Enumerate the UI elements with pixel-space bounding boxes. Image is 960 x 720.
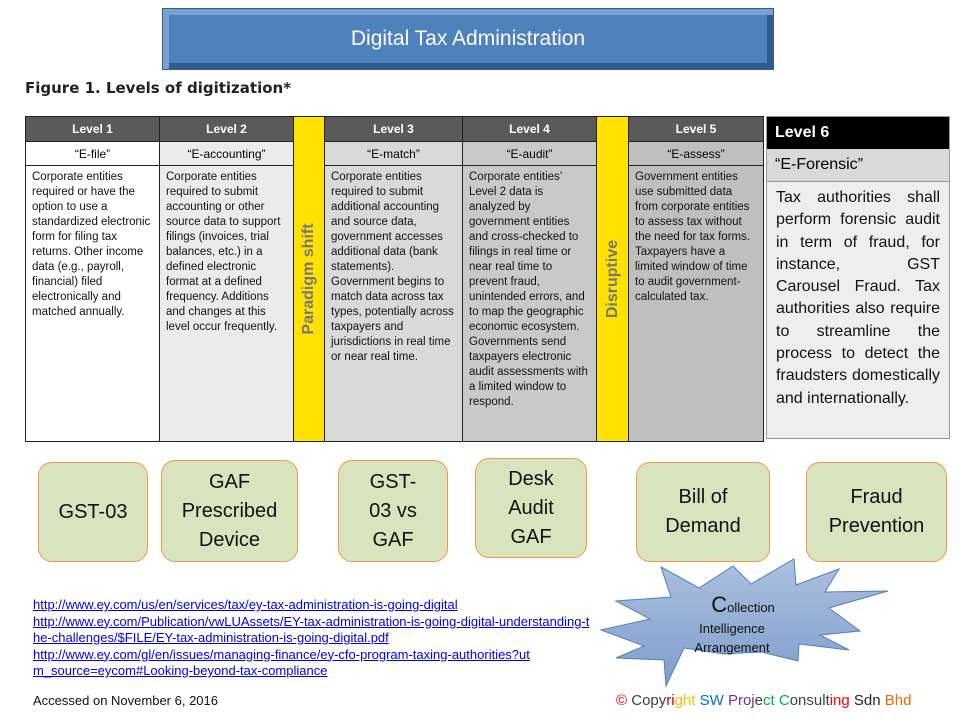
level-name: “E-audit” [463, 142, 596, 166]
disruptive-label: Disruptive [603, 239, 621, 319]
level-5-column: Level 5 “E-assess” Government entities u… [628, 116, 764, 442]
title-banner: Digital Tax Administration [162, 8, 774, 70]
reference-link[interactable]: http://www.ey.com/Publication/vwLUAssets… [33, 613, 590, 646]
level-header: Level 2 [160, 117, 293, 142]
level-name: “E-match” [325, 142, 462, 166]
level-description: Corporate entities’ Level 2 data is anal… [469, 171, 588, 408]
level-header: Level 5 [629, 117, 763, 142]
level-4-column: Level 4 “E-audit” Corporate entities’ Le… [462, 116, 597, 442]
copyright-part: e [754, 692, 763, 709]
level-name: “E-file” [26, 142, 159, 166]
star-line1: ollection [727, 600, 775, 615]
copyright-part: Proj [727, 692, 755, 709]
level-6-header: Level 6 [767, 117, 949, 149]
paradigm-shift-divider: Paradigm shift [294, 116, 324, 442]
level-header: Level 3 [325, 117, 462, 142]
accessed-date: Accessed on November 6, 2016 [33, 693, 218, 708]
copyright-part: ct [763, 692, 779, 709]
box-fraud-prevention: Fraud Prevention [806, 462, 947, 562]
copyright-notice: © Copyright SW Project Consulting Sdn Bh… [616, 692, 911, 709]
copyright-part: © [616, 692, 632, 709]
level-description: Corporate entities required to submit ad… [331, 171, 454, 363]
reference-link[interactable]: http://www.ey.com/gl/en/issues/managing-… [33, 646, 530, 679]
figure-caption: Figure 1. Levels of digitization* [25, 79, 292, 97]
level-name: “E-assess” [629, 142, 763, 166]
copyright-part: Bhd [884, 692, 912, 709]
level-1-column: Level 1 “E-file” Corporate entities requ… [25, 116, 160, 442]
star-initial: C [711, 592, 727, 617]
level-header: Level 4 [463, 117, 596, 142]
level-3-column: Level 3 “E-match” Corporate entities req… [324, 116, 463, 442]
reference-link[interactable]: http://www.ey.com/us/en/services/tax/ey-… [33, 597, 458, 612]
copyright-part: ght [674, 692, 700, 709]
copyright-part: onsult [789, 692, 830, 709]
star-line2: Intelligence [699, 621, 765, 636]
level-header: Level 1 [26, 117, 159, 142]
paradigm-shift-label: Paradigm shift [300, 223, 317, 335]
box-gst-03: GST-03 [38, 462, 148, 562]
disruptive-divider: Disruptive [597, 116, 628, 442]
copyright-part: C [778, 692, 790, 709]
svg-text:Collection: Collection [711, 592, 775, 617]
level-description: Corporate entities required to submit ac… [166, 171, 281, 333]
box-bill-of-demand: Bill of Demand [636, 462, 770, 562]
star-line3: Arrangement [694, 640, 770, 655]
level-6-name: “E-Forensic” [767, 149, 949, 182]
copyright-part: ri [666, 692, 675, 709]
level-2-column: Level 2 “E-accounting” Corporate entitie… [159, 116, 294, 442]
box-desk-audit-gaf: Desk Audit GAF [475, 458, 587, 558]
level-description: Government entities use submitted data f… [635, 171, 751, 303]
copyright-part: Copy [631, 692, 667, 709]
box-gst-03-vs-gaf: GST-03 vs GAF [338, 460, 448, 562]
level-description: Corporate entities required or have the … [32, 171, 151, 318]
level-6-panel: Level 6 “E-Forensic” Tax authorities sha… [766, 116, 950, 439]
level-name: “E-accounting” [160, 142, 293, 166]
reference-links: http://www.ey.com/us/en/services/tax/ey-… [33, 597, 593, 680]
copyright-part: ing [829, 692, 854, 709]
copyright-part: SW [699, 692, 728, 709]
starburst-shape [599, 558, 889, 688]
box-gaf-prescribed-device: GAF Prescribed Device [161, 460, 298, 562]
level-6-description: Tax authorities shall perform forensic a… [767, 182, 949, 438]
copyright-part: Sdn [853, 692, 885, 709]
collection-intelligence-starburst: Collection Intelligence Arrangement [599, 558, 889, 688]
